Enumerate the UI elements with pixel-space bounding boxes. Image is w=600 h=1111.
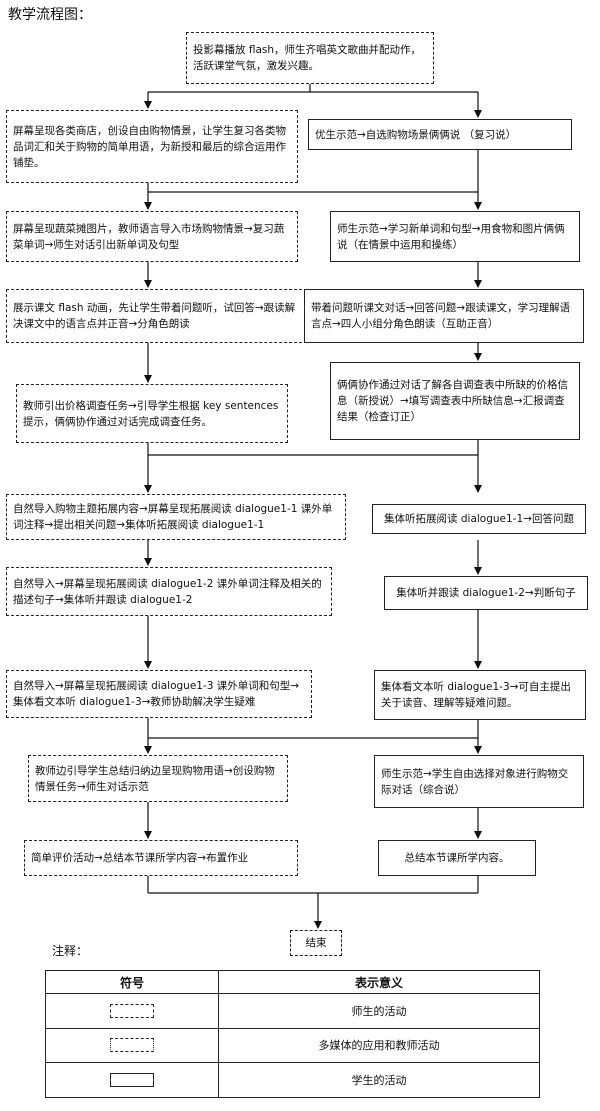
legend-symbol-cell bbox=[45, 1027, 219, 1064]
legend-table: 符号 表示意义 师生的活动 多媒体的应用和教师活动 学生的活动 bbox=[45, 970, 540, 1098]
flow-node-right-1: 优生示范→自选购物场景俩俩说 （复习说） bbox=[308, 119, 572, 150]
legend-symbol-solid bbox=[110, 1073, 154, 1088]
flow-node-left-5: 自然导入购物主题拓展内容→屏幕呈现拓展阅读 dialogue1-1 课外单词注释… bbox=[6, 494, 346, 540]
flow-node-right-4: 俩俩协作通过对话了解各自调查表中所缺的价格信息（新授说）→填写调查表中所缺信息→… bbox=[330, 362, 580, 440]
legend-meaning: 多媒体的应用和教师活动 bbox=[218, 1027, 540, 1064]
legend-header-meaning: 表示意义 bbox=[218, 970, 540, 994]
flow-node-left-3: 展示课文 flash 动画，先让学生带着问题听，试回答→跟读解决课文中的语言点并… bbox=[6, 289, 312, 343]
legend-meaning: 师生的活动 bbox=[218, 993, 540, 1029]
flow-node-right-8: 师生示范→学生自由选择对象进行购物交际对话（综合说） bbox=[374, 755, 584, 808]
flow-node-left-9: 简单评价活动→总结本节课所学内容→布置作业 bbox=[24, 840, 298, 876]
legend-row: 师生的活动 bbox=[45, 993, 540, 1029]
flow-node-right-9: 总结本节课所学内容。 bbox=[378, 840, 536, 876]
legend-row: 多媒体的应用和教师活动 bbox=[45, 1027, 540, 1064]
flow-node-left-2: 屏幕呈现蔬菜摊图片，教师语言导入市场购物情景→复习蔬菜单词→师生对话引出新单词及… bbox=[6, 211, 298, 262]
flow-node-start: 投影幕播放 flash，师生齐唱英文歌曲并配动作，活跃课堂气氛，激发兴趣。 bbox=[186, 32, 434, 84]
legend-row: 学生的活动 bbox=[45, 1062, 540, 1098]
flow-node-right-3: 带着问题听课文对话→回答问题→跟读课文，学习理解语言点→四人小组分角色朗读（互助… bbox=[304, 289, 584, 343]
legend-meaning: 学生的活动 bbox=[218, 1062, 540, 1098]
flow-node-right-6: 集体听并跟读 dialogue1-2→判断句子 bbox=[384, 576, 588, 610]
flow-node-right-2: 师生示范→学习新单词和句型→用食物和图片俩俩说（在情景中运用和操练） bbox=[330, 211, 580, 262]
flow-node-left-6: 自然导入→屏幕呈现拓展阅读 dialogue1-2 课外单词注释及相关的描述句子… bbox=[6, 567, 332, 616]
flow-node-left-7: 自然导入→屏幕呈现拓展阅读 dialogue1-3 课外单词和句型→集体看文本听… bbox=[6, 670, 312, 718]
page-title: 教学流程图： bbox=[8, 7, 92, 23]
legend-symbol-cell bbox=[45, 993, 219, 1029]
legend-note: 注释： bbox=[52, 944, 89, 958]
flow-node-right-7: 集体看文本听 dialogue1-3→可自主提出关于读音、理解等疑难问题。 bbox=[374, 670, 586, 720]
legend-symbol-dashed bbox=[110, 1038, 154, 1053]
flow-node-left-4: 教师引出价格调查任务→引导学生根据 key sentences 提示，俩俩协作通… bbox=[16, 384, 288, 443]
legend-symbol-dashdot bbox=[110, 1003, 154, 1018]
flow-node-left-8: 教师边引导学生总结归纳边呈现购物用语→创设购物情景任务→师生对话示范 bbox=[28, 755, 288, 802]
legend-header-symbol: 符号 bbox=[45, 970, 219, 994]
flow-node-end: 结束 bbox=[290, 930, 342, 956]
flow-node-left-1: 屏幕呈现各类商店，创设自由购物情景，让学生复习各类物品词汇和关于购物的简单用语，… bbox=[6, 110, 298, 183]
flow-node-right-5: 集体听拓展阅读 dialogue1-1→回答问题 bbox=[372, 504, 586, 534]
legend-symbol-cell bbox=[45, 1062, 219, 1098]
